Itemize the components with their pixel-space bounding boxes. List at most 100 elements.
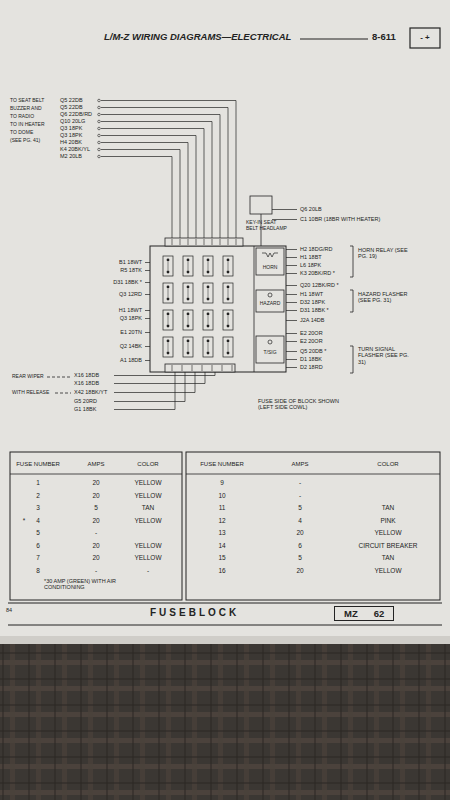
table-cell: - xyxy=(95,567,97,574)
fuse-link xyxy=(168,316,169,324)
table-cell: 20 xyxy=(296,529,303,536)
connector-pin xyxy=(212,239,213,245)
fuse-clip xyxy=(227,313,230,316)
fuse-link xyxy=(228,343,229,351)
wire-label: Q6 22DB/RD xyxy=(60,111,92,117)
footer-rule xyxy=(8,625,442,626)
fuse xyxy=(183,337,193,357)
wire xyxy=(145,282,150,283)
wire xyxy=(145,262,150,263)
fuse-link xyxy=(228,262,229,270)
table-cell: YELLOW xyxy=(134,492,161,499)
fuse-clip xyxy=(167,313,170,316)
wire-label: E1 20TN xyxy=(120,329,142,335)
terminal xyxy=(98,120,101,123)
wire xyxy=(286,249,297,250)
note-text: BUZZER AND xyxy=(10,106,42,112)
wire xyxy=(286,367,297,368)
wire xyxy=(101,129,204,239)
component-label: KEY-IN SEAT BELT HEADLAMP xyxy=(246,220,288,232)
connector-pin xyxy=(182,365,183,371)
component-callout: HAZARD FLASHER (SEE PG. 31) xyxy=(358,291,412,304)
footer-title: FUSEBLOCK xyxy=(150,607,239,619)
fuse-link xyxy=(188,262,189,270)
table-cell: 20 xyxy=(92,554,99,561)
fuse-clip xyxy=(167,340,170,343)
wire-label: H1 18BT xyxy=(300,254,322,260)
fuse-clip xyxy=(207,298,210,301)
fuse-block-divider xyxy=(254,246,255,372)
terminal xyxy=(98,141,101,144)
fuse-link xyxy=(168,343,169,351)
fuse xyxy=(223,310,233,330)
table-cell: 5 xyxy=(298,504,302,511)
fuse xyxy=(203,337,213,357)
fuse xyxy=(163,283,173,303)
fuse-link xyxy=(228,316,229,324)
fuse xyxy=(183,256,193,276)
wire xyxy=(286,257,297,258)
dashed-lead xyxy=(47,377,71,378)
bracket xyxy=(350,246,353,277)
fuse-clip xyxy=(187,286,190,289)
dashed-lead xyxy=(55,393,71,394)
table-cell: 20 xyxy=(92,517,99,524)
fuse-clip xyxy=(187,352,190,355)
fuse-clip xyxy=(187,271,190,274)
table-frame xyxy=(10,452,182,600)
table-cell: - xyxy=(299,492,301,499)
wire-label: M2 20LB xyxy=(60,153,82,159)
terminal xyxy=(98,148,101,151)
wire xyxy=(286,310,297,311)
table-frame xyxy=(186,452,440,600)
component-callout: HORN RELAY (SEE PG. 19) xyxy=(358,247,412,260)
connector-pin xyxy=(222,365,223,371)
table-cell: YELLOW xyxy=(134,479,161,486)
fuse xyxy=(183,310,193,330)
wire xyxy=(286,341,297,342)
connector-pin xyxy=(204,239,205,245)
fuse xyxy=(223,256,233,276)
table-cell: 16 xyxy=(218,567,225,574)
wire-label: D31 18BK * xyxy=(300,307,329,313)
table-cell: 3 xyxy=(36,504,40,511)
table-cell: 6 xyxy=(298,542,302,549)
table-cell: 2 xyxy=(36,492,40,499)
table-cell: YELLOW xyxy=(374,529,401,536)
page-number: 8-611 xyxy=(372,32,396,43)
component-label: HORN xyxy=(263,265,278,271)
fuse-clip xyxy=(207,286,210,289)
wire xyxy=(101,150,180,239)
wire xyxy=(286,302,297,303)
wire-label: Q3 18PK xyxy=(60,132,82,138)
fuse-clip xyxy=(167,271,170,274)
connector-pin xyxy=(228,239,229,245)
fuse xyxy=(163,337,173,357)
bottom-connector xyxy=(165,364,235,372)
manual-page xyxy=(0,0,450,644)
wire-label: H1 18WT xyxy=(300,291,323,297)
fuse xyxy=(163,256,173,276)
table-cell: - xyxy=(95,529,97,536)
fuse-clip xyxy=(207,325,210,328)
fuse-link xyxy=(208,343,209,351)
connector-pin xyxy=(180,239,181,245)
connector-pin xyxy=(202,365,203,371)
wire xyxy=(145,360,150,361)
terminal xyxy=(98,155,101,158)
wire-label: X42 18BK/YT xyxy=(74,389,107,395)
wire-label: Q5 20DB * xyxy=(300,348,326,354)
table-cell: 20 xyxy=(296,567,303,574)
fuse-clip xyxy=(167,325,170,328)
wire-label: K4 20BK/YL xyxy=(60,146,90,152)
fuse-clip xyxy=(187,313,190,316)
note-text: REAR WIPER xyxy=(12,374,44,380)
note-text: TO SEAT BELT xyxy=(10,98,44,104)
wire xyxy=(145,332,150,333)
table-cell: TAN xyxy=(382,554,395,561)
wire-label: C1 10BR (18BR WITH HEATER) xyxy=(300,216,380,222)
table-cell: 5 xyxy=(36,529,40,536)
fuse-clip xyxy=(187,259,190,262)
wire-label: A1 18DB xyxy=(120,357,142,363)
bracket xyxy=(350,290,353,312)
